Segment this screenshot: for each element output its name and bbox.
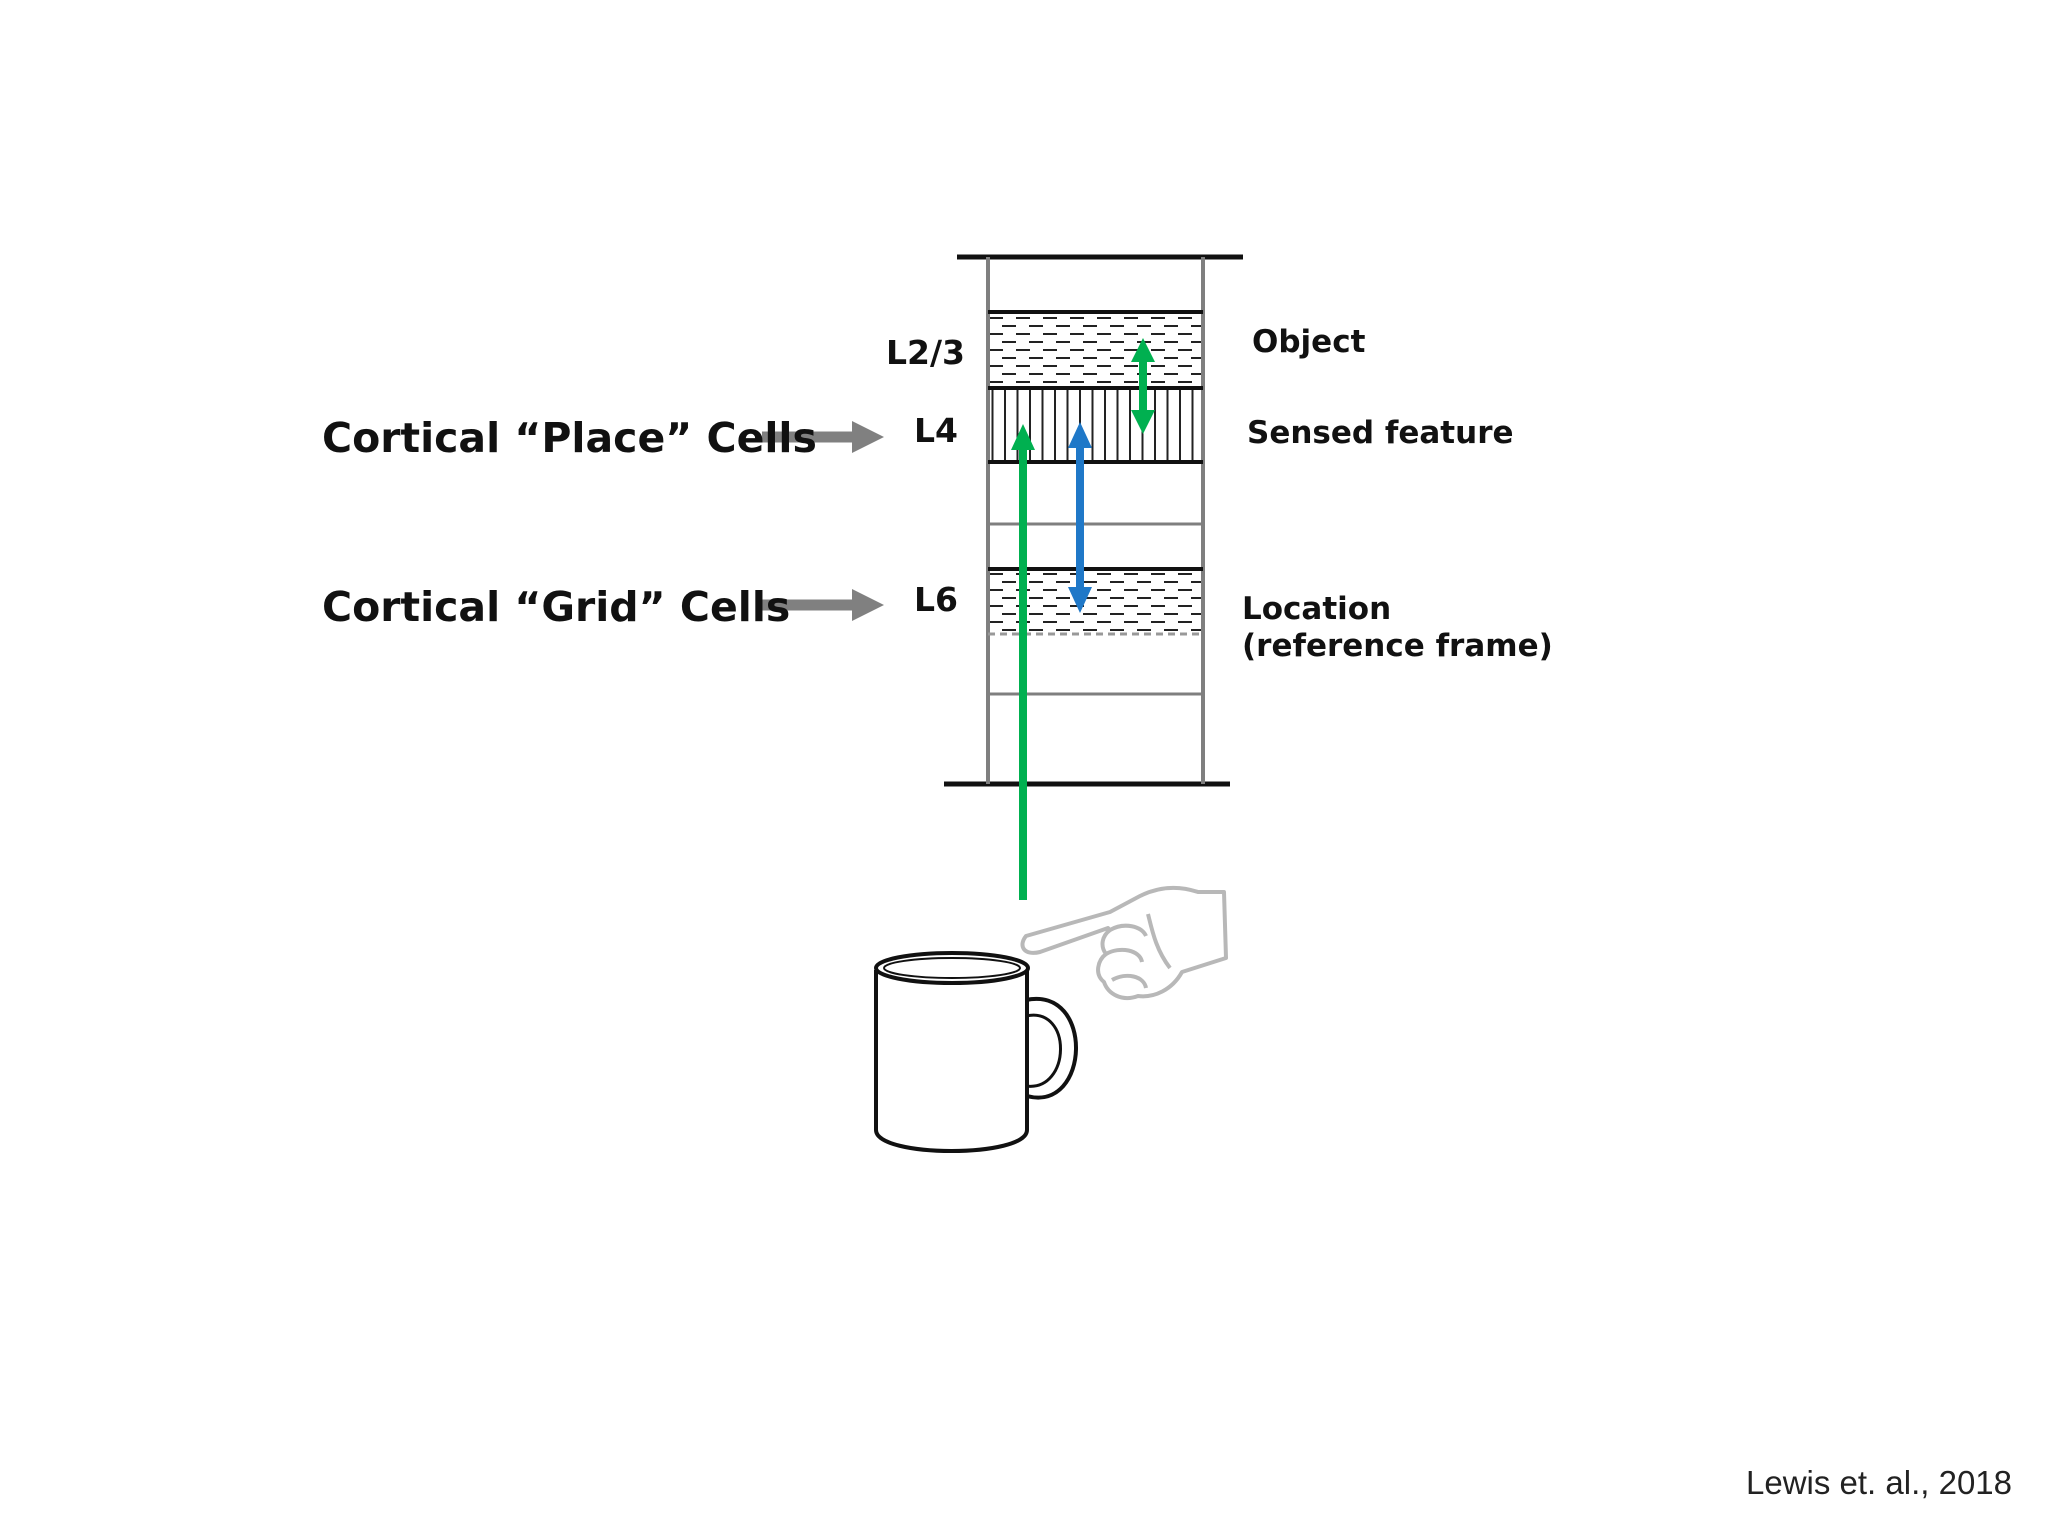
cortical-column [944,254,1243,787]
layer-label-l4: L4 [914,411,958,450]
label-object: Object [1252,324,1366,360]
label-location: Location [1242,591,1391,627]
label-place-cells: Cortical “Place” Cells [322,414,817,462]
blue-bidirectional-arrow [1068,422,1092,613]
citation: Lewis et. al., 2018 [1746,1464,2012,1501]
layer-label-l6: L6 [914,580,958,619]
layer-l23-band [990,312,1201,388]
layer-label-l23: L2/3 [886,333,965,372]
label-grid-cells: Cortical “Grid” Cells [322,583,790,631]
grid-cells-arrow [762,589,884,621]
place-cells-arrow [762,421,884,453]
pointing-hand-icon [1020,885,1228,1001]
label-reference-frame: (reference frame) [1242,628,1553,664]
green-bidirectional-arrow [1131,338,1155,434]
green-input-arrow [1011,424,1035,900]
label-sensed-feature: Sensed feature [1247,415,1514,451]
coffee-mug-icon [874,951,1078,1153]
